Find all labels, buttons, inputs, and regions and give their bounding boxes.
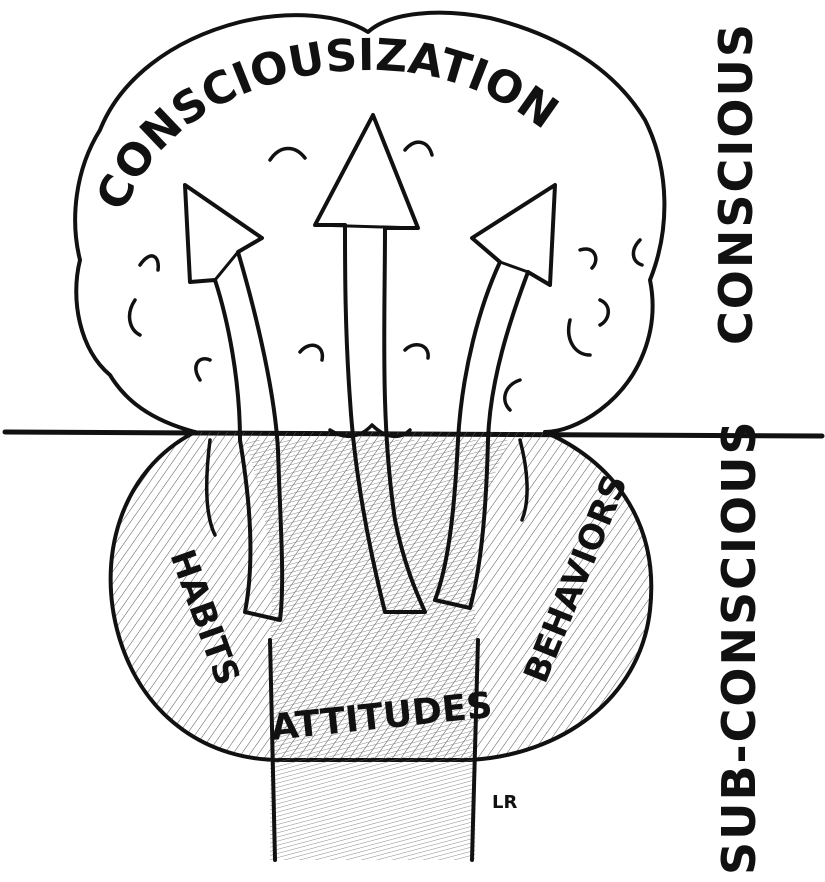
artist-signature: LR xyxy=(492,792,517,813)
conscious-label: CONSCIOUS xyxy=(709,22,763,345)
sub-conscious-label: SUB-CONSCIOUS xyxy=(712,419,766,875)
center-shading xyxy=(245,440,510,860)
